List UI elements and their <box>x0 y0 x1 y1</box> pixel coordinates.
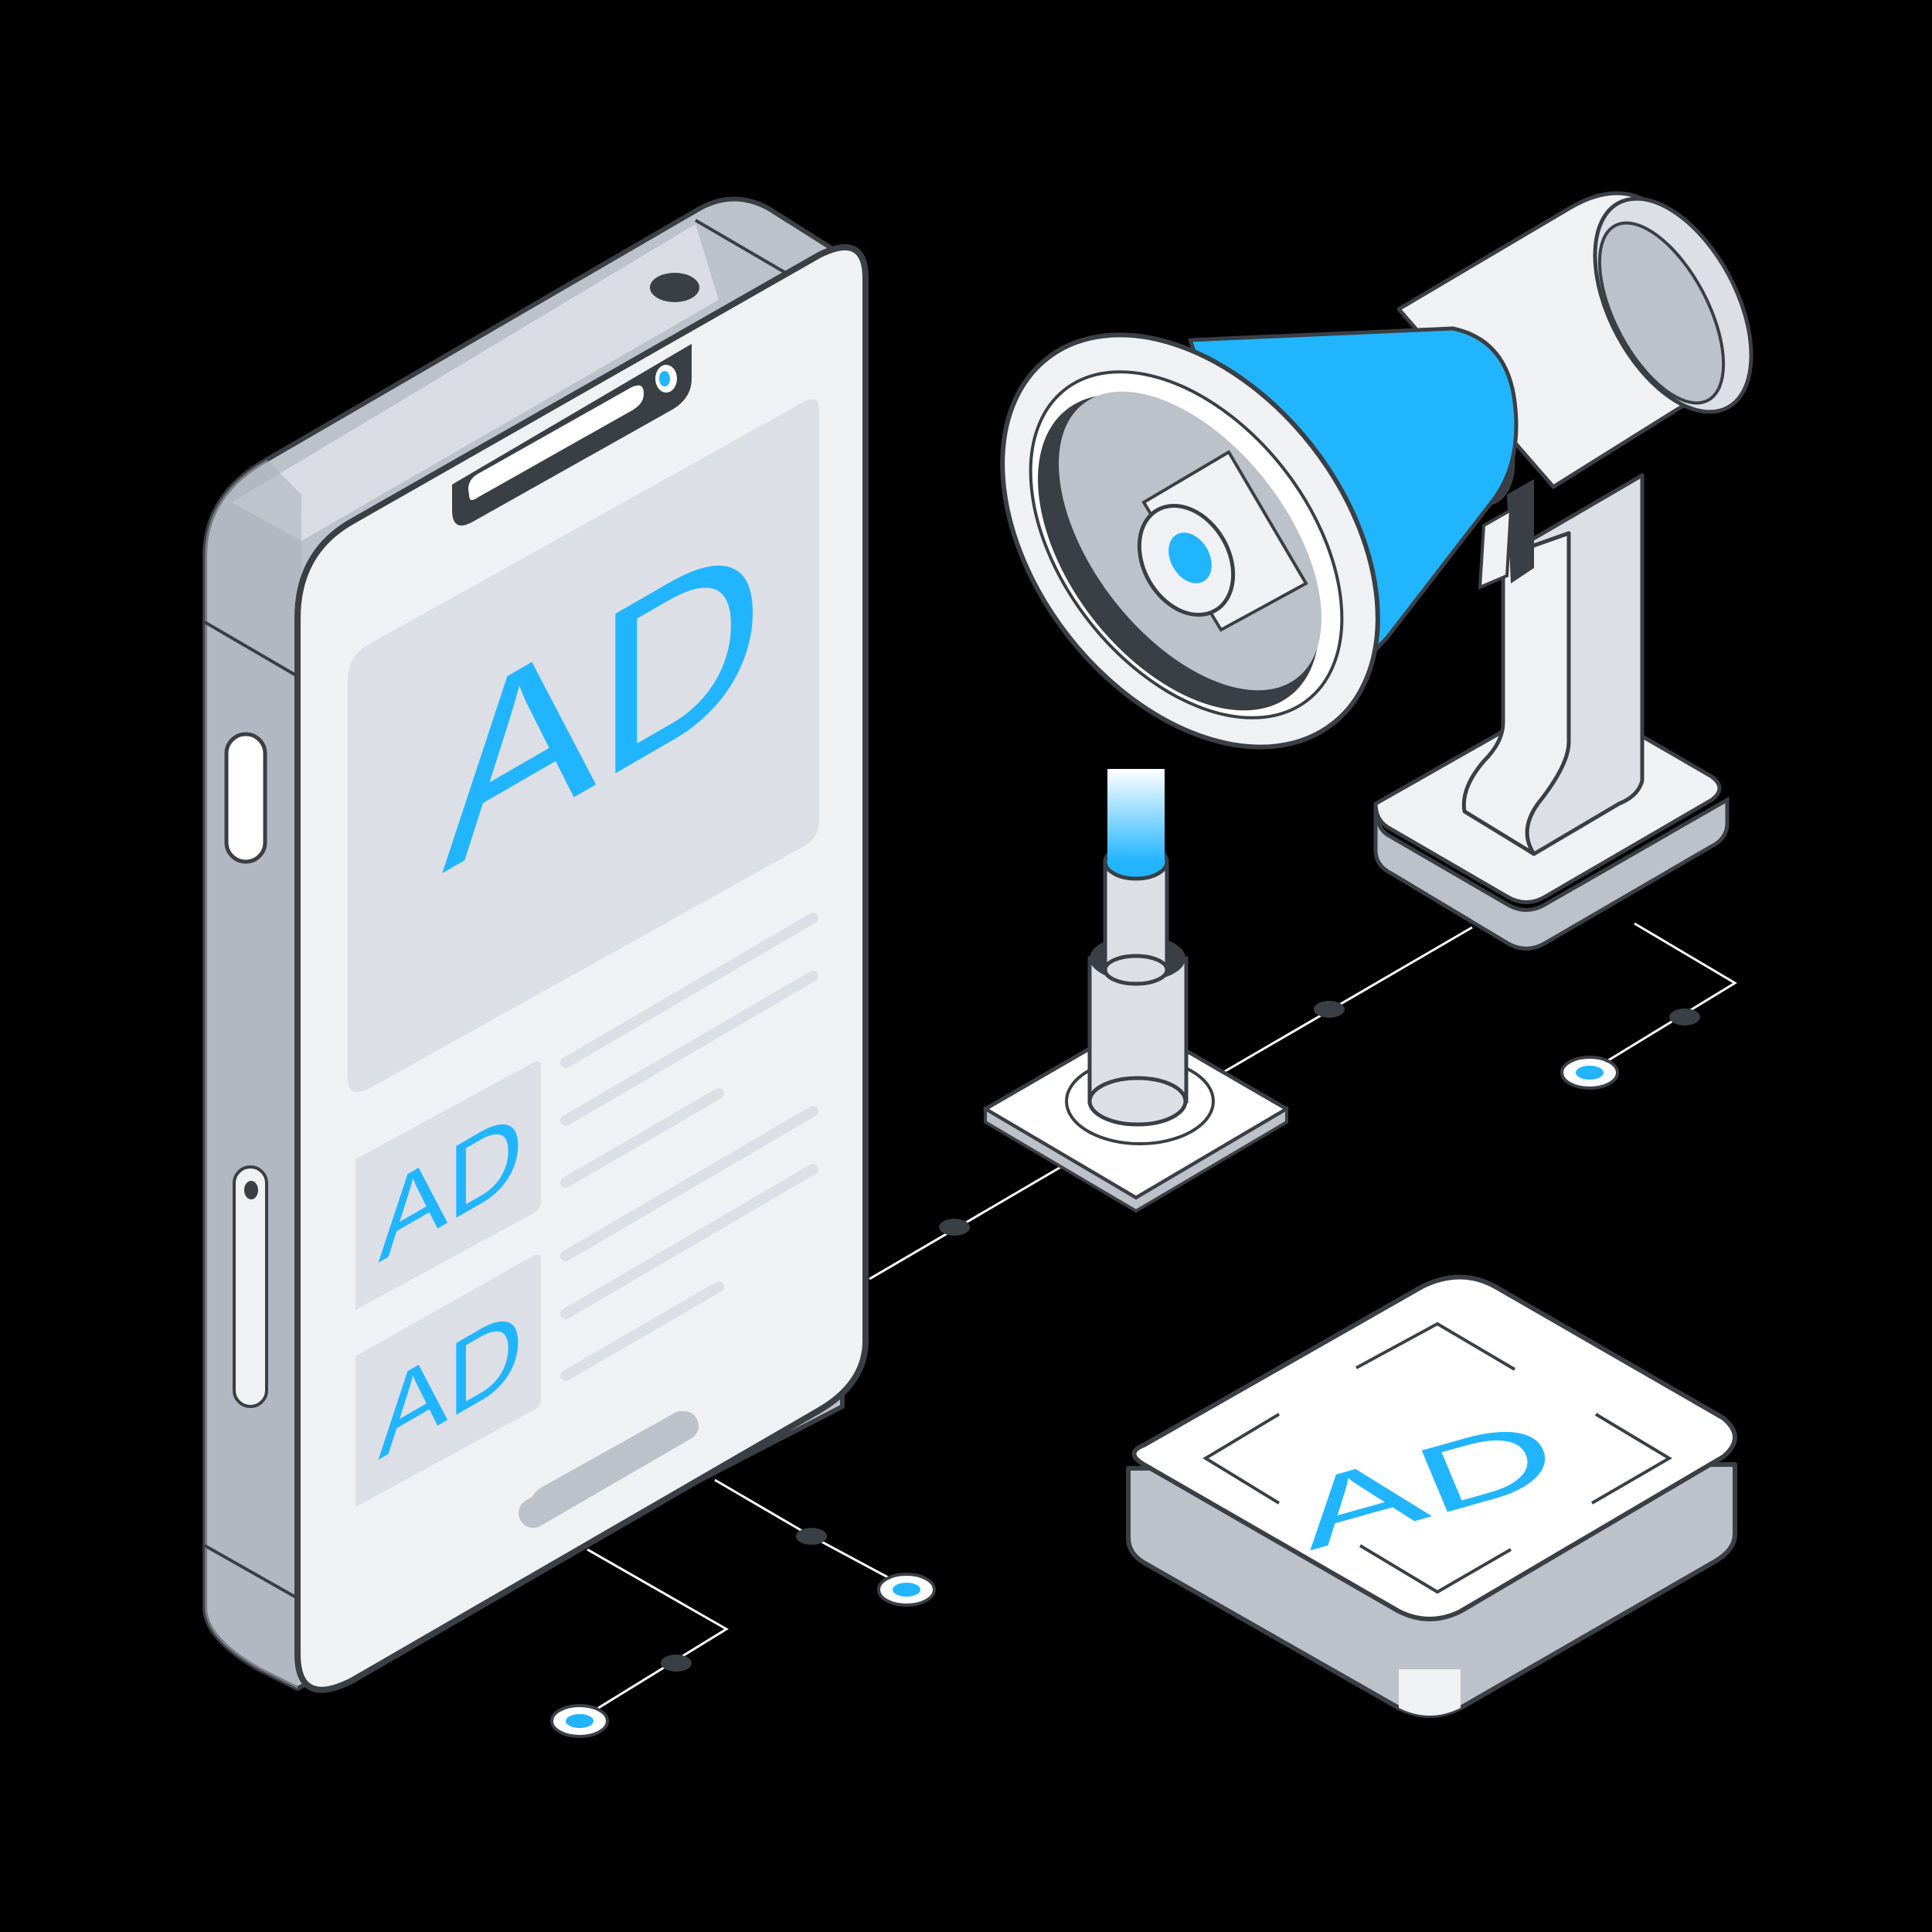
light-beam <box>1107 769 1165 862</box>
connector-node-icon <box>1314 1001 1345 1018</box>
badge-top <box>1131 1274 1737 1621</box>
banner-ad-card <box>348 399 819 1092</box>
connector-endpoint-icon <box>877 1573 936 1607</box>
power-button <box>233 1165 268 1408</box>
top-sensor <box>650 273 699 302</box>
connector-endpoint-icon <box>1560 1056 1619 1090</box>
beacon-icon <box>983 769 1289 1213</box>
connector-lines <box>579 922 1737 1721</box>
smartphone-icon: AD AD AD <box>202 196 869 1693</box>
connector-nodes <box>550 1001 1700 1738</box>
megaphone-icon <box>1000 191 1753 951</box>
connector-endpoint-icon <box>550 1704 609 1738</box>
connector-node-icon <box>796 1528 827 1545</box>
volume-button <box>224 732 267 864</box>
content-lines <box>560 913 818 1381</box>
ad-badge-icon: AD <box>1126 1274 1737 1718</box>
connector-node-icon <box>661 1655 692 1672</box>
connector-node-icon <box>939 1219 970 1236</box>
connector-node-icon <box>1669 1009 1700 1026</box>
